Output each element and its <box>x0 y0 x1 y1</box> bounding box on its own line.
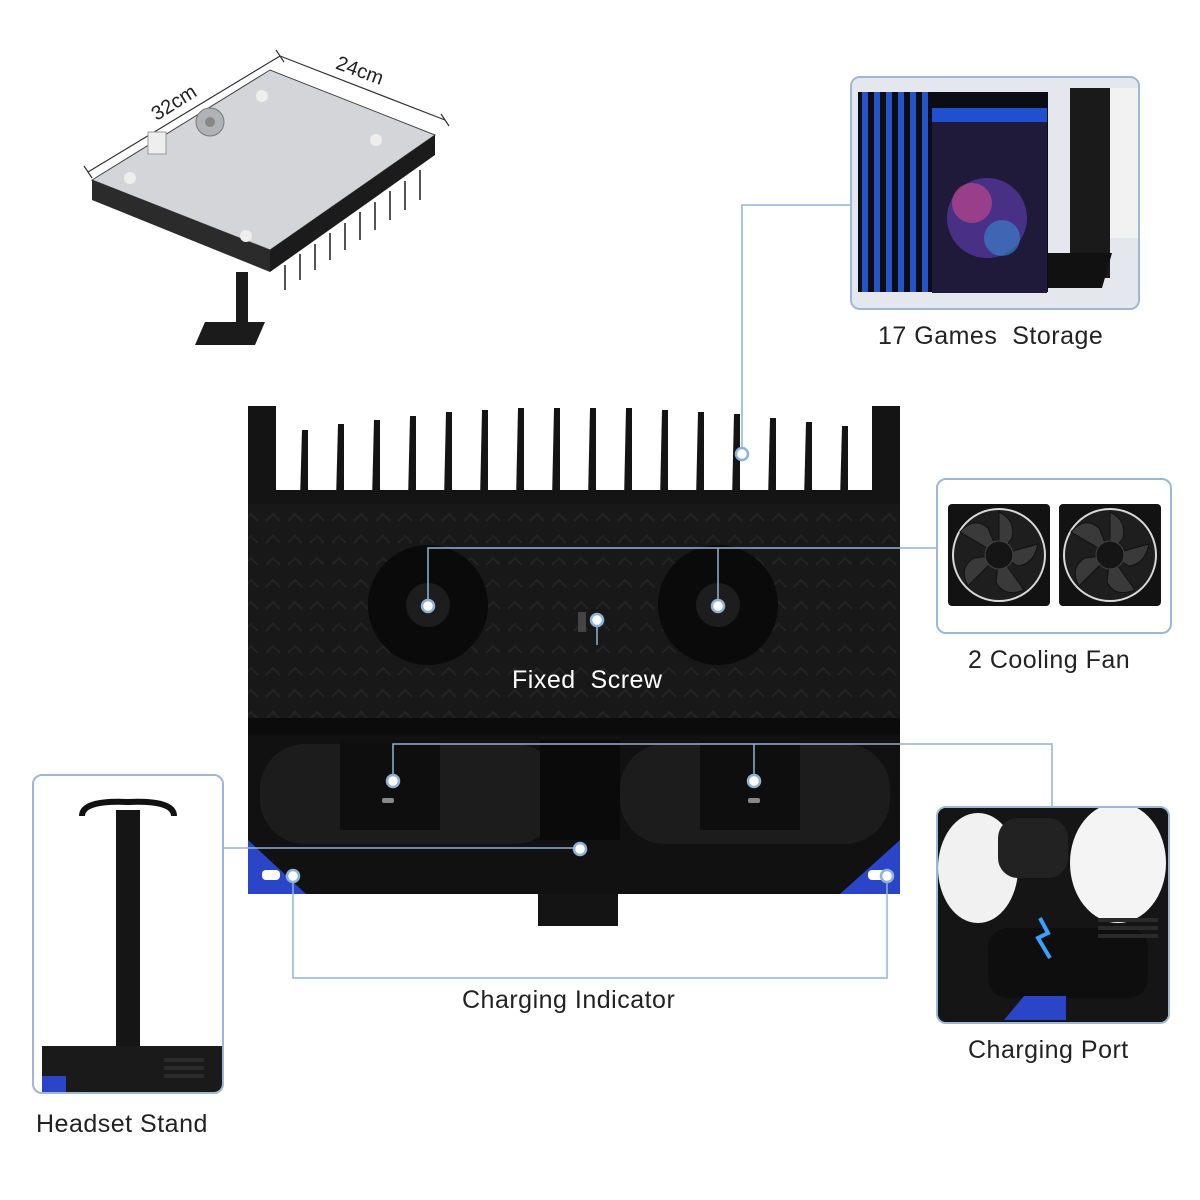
usb-c-port-icon <box>748 798 760 803</box>
charging-port-label: Charging Port <box>968 1036 1129 1064</box>
cooling-fan-label: 2 Cooling Fan <box>968 646 1131 674</box>
cooling-fan-icon <box>1059 504 1161 606</box>
main-stand-product <box>240 400 920 940</box>
headset-stand-label: Headset Stand <box>36 1110 208 1138</box>
usb-c-port-icon <box>382 798 394 803</box>
games-storage-label: 17 Games Storage <box>878 322 1104 350</box>
fixed-screw-label: Fixed Screw <box>512 666 663 694</box>
games-storage-inset <box>850 76 1140 310</box>
charging-indicator-label: Charging Indicator <box>462 986 676 1014</box>
cooling-fan-inset <box>936 478 1172 634</box>
charging-port-inset <box>936 806 1170 1024</box>
stand-dimension-drawing: 24cm 32cm <box>70 40 470 360</box>
headset-stand-inset <box>32 774 224 1094</box>
cooling-fan-icon <box>948 504 1050 606</box>
